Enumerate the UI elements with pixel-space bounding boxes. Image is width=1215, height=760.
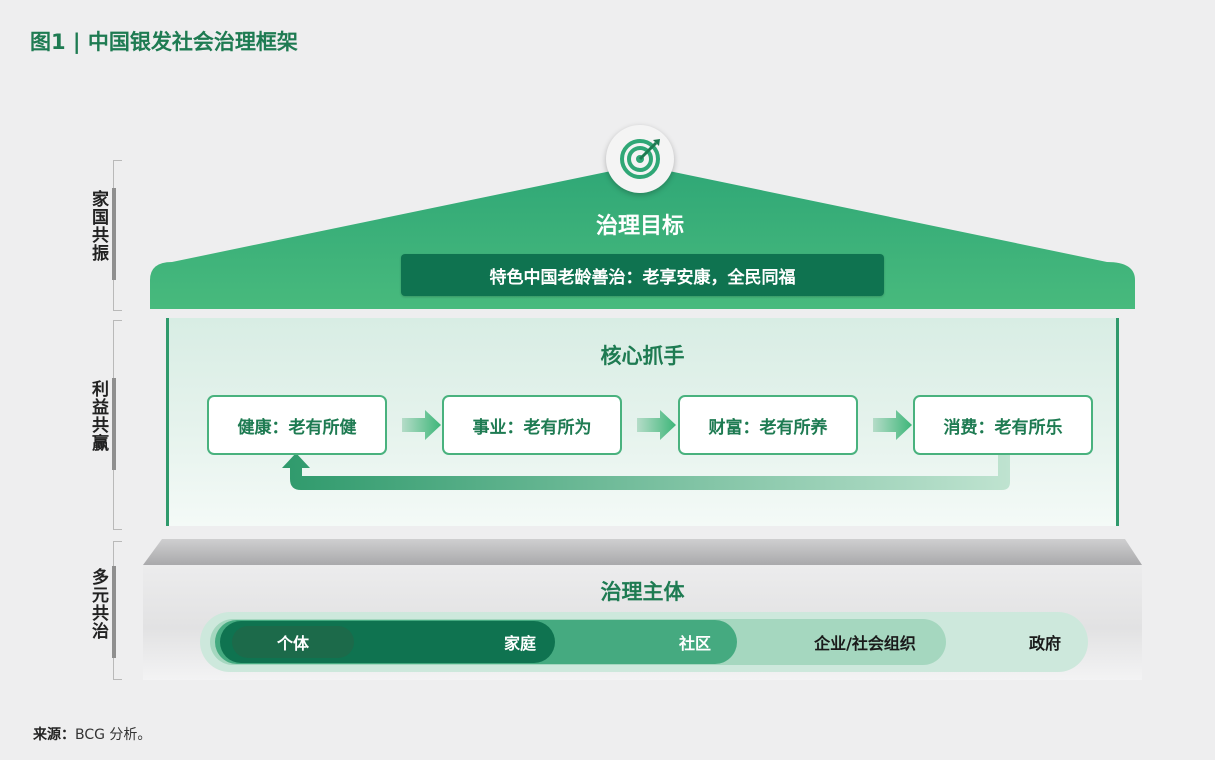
segment-family: 家庭 <box>503 634 536 653</box>
loop-back-arrow-icon <box>282 453 1010 490</box>
step-health: 健康：老有所健 <box>207 395 387 455</box>
bracket-bar-middle <box>112 378 116 470</box>
segment-community: 社区 <box>678 634 711 653</box>
figure-title: 图1 | 中国银发社会治理框架 <box>30 30 298 54</box>
bracket-bar-bottom <box>112 566 116 658</box>
arrow-right-icon <box>402 410 441 440</box>
target-icon <box>606 125 674 193</box>
arrow-right-icon <box>873 410 912 440</box>
source-text: BCG 分析。 <box>75 727 152 743</box>
governance-goal-title: 治理目标 <box>595 214 684 239</box>
step-wealth: 财富：老有所养 <box>678 395 858 455</box>
bracket-bar-top <box>112 188 116 280</box>
source-label: 来源： <box>33 727 75 743</box>
segment-enterprise-social-org: 企业/社会组织 <box>814 634 916 653</box>
side-label-family-nation: 家国共振 <box>88 190 108 262</box>
side-label-mutual-benefit: 利益共赢 <box>88 380 108 452</box>
roof-shape <box>150 165 1135 309</box>
source-note: 来源：BCG 分析。 <box>33 724 151 744</box>
arrow-right-icon <box>637 410 676 440</box>
segment-individual: 个体 <box>276 634 309 653</box>
core-lever-title: 核心抓手 <box>600 344 685 368</box>
side-label-co-governance: 多元共治 <box>88 568 108 640</box>
governance-goal-banner: 特色中国老龄善治：老享安康，全民同福 <box>401 254 884 296</box>
step-career: 事业：老有所为 <box>442 395 622 455</box>
governance-subject-title: 治理主体 <box>600 580 685 604</box>
segment-government: 政府 <box>1028 634 1061 653</box>
step-consumption: 消费：老有所乐 <box>913 395 1093 455</box>
